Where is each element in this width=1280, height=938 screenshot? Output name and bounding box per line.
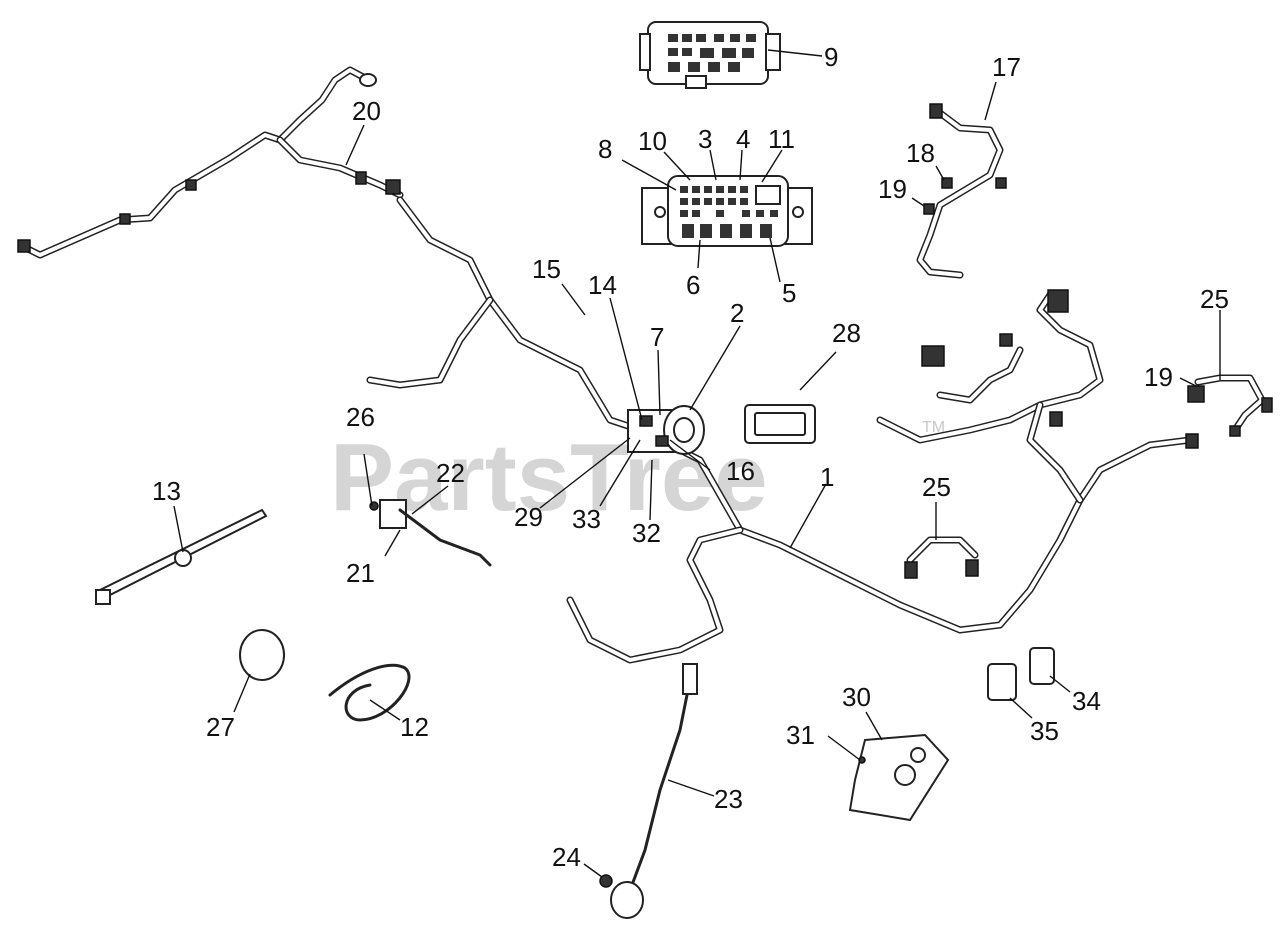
callout-31[interactable]: 31 <box>786 720 815 750</box>
callout-16[interactable]: 16 <box>726 456 755 486</box>
callout-26[interactable]: 26 <box>346 402 375 432</box>
callout-34[interactable]: 34 <box>1072 686 1101 716</box>
callout-30[interactable]: 30 <box>842 682 871 712</box>
callout-23[interactable]: 23 <box>714 784 743 814</box>
part-21-22-26-bracket[interactable] <box>369 499 492 567</box>
callout-29[interactable]: 29 <box>514 502 543 532</box>
callout-2[interactable]: 2 <box>730 298 744 328</box>
part-9-fuse-box-cover[interactable] <box>639 21 781 89</box>
callout-19-right[interactable]: 19 <box>1144 362 1173 392</box>
part-27-strap[interactable] <box>239 629 285 681</box>
fuse-relay-box-base[interactable] <box>641 175 813 247</box>
callout-18[interactable]: 18 <box>906 138 935 168</box>
part-35-connector[interactable] <box>987 663 1017 701</box>
callout-13[interactable]: 13 <box>152 476 181 506</box>
watermark-trademark: TM <box>922 419 945 436</box>
callout-6[interactable]: 6 <box>686 270 700 300</box>
part-20-harness[interactable] <box>17 66 404 259</box>
callout-11[interactable]: 11 <box>768 124 795 154</box>
callout-27[interactable]: 27 <box>206 712 235 742</box>
central-module-assembly[interactable] <box>627 405 705 455</box>
callout-17[interactable]: 17 <box>992 52 1021 82</box>
callout-28[interactable]: 28 <box>832 318 861 348</box>
part-34-connector[interactable] <box>1029 647 1055 685</box>
part-24-bolt[interactable] <box>599 874 613 888</box>
part-25-upper-harness[interactable] <box>1187 374 1273 437</box>
callout-25-upper[interactable]: 25 <box>1200 284 1229 314</box>
callout-20[interactable]: 20 <box>352 96 381 126</box>
leader-lines <box>173 49 1221 878</box>
part-17-harness[interactable] <box>916 103 1007 279</box>
callout-8[interactable]: 8 <box>598 134 612 164</box>
callout-25-lower[interactable]: 25 <box>922 472 951 502</box>
callout-32[interactable]: 32 <box>632 518 661 548</box>
callout-24[interactable]: 24 <box>552 842 581 872</box>
callout-22[interactable]: 22 <box>436 458 465 488</box>
callout-19-upper[interactable]: 19 <box>878 174 907 204</box>
callout-4[interactable]: 4 <box>736 124 750 154</box>
callout-5[interactable]: 5 <box>782 278 796 308</box>
part-28-module[interactable] <box>744 404 816 444</box>
callout-21[interactable]: 21 <box>346 558 375 588</box>
callout-1[interactable]: 1 <box>820 462 834 492</box>
part-23-sensor[interactable] <box>610 663 698 919</box>
callout-9[interactable]: 9 <box>824 42 838 72</box>
callout-35[interactable]: 35 <box>1030 716 1059 746</box>
callout-33[interactable]: 33 <box>572 504 601 534</box>
part-13-cable-tie[interactable] <box>95 508 268 605</box>
callout-3[interactable]: 3 <box>698 124 712 154</box>
part-12-tie[interactable] <box>328 663 411 722</box>
callout-12[interactable]: 12 <box>400 712 429 742</box>
part-25-lower-harness[interactable] <box>904 536 979 579</box>
callout-15[interactable]: 15 <box>532 254 561 284</box>
callout-10[interactable]: 10 <box>638 126 667 156</box>
callout-7[interactable]: 7 <box>650 322 664 352</box>
callout-14[interactable]: 14 <box>588 270 617 300</box>
part-30-ecu[interactable] <box>848 733 950 822</box>
part-1-main-harness[interactable] <box>366 196 1199 664</box>
